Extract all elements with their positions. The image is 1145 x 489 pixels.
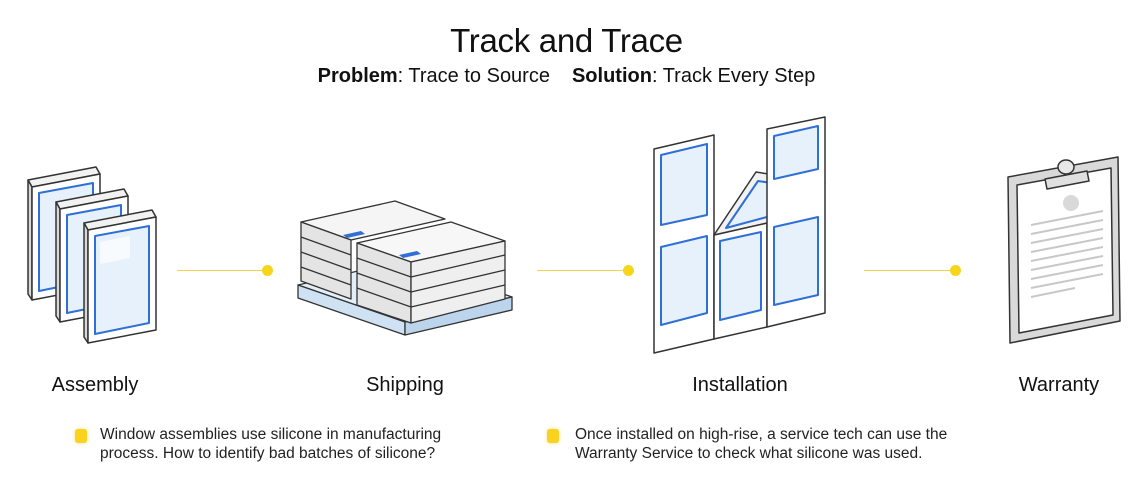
note-assembly: Window assemblies use silicone in manufa… xyxy=(100,425,441,463)
solution-text: : Track Every Step xyxy=(651,65,816,87)
stage-label-assembly: Assembly xyxy=(51,374,139,396)
page-subtitle: Problem: Trace to Source Solution: Track … xyxy=(0,65,1133,88)
connector-dot xyxy=(623,265,634,276)
connector-dot xyxy=(262,265,273,276)
note-installation: Once installed on high-rise, a service t… xyxy=(575,425,947,463)
clipboard-document-icon xyxy=(1007,156,1121,344)
stage-label-installation: Installation xyxy=(692,374,788,396)
note-bullet-icon xyxy=(547,429,559,443)
pallet-boxes-icon xyxy=(297,200,513,336)
connector-line xyxy=(864,270,954,271)
note-line: Warranty Service to check what silicone … xyxy=(575,445,923,462)
problem-label: Problem xyxy=(317,65,398,87)
problem-text: : Trace to Source xyxy=(397,65,550,87)
stage-label-warranty: Warranty xyxy=(1018,374,1100,396)
note-bullet-icon xyxy=(75,429,87,443)
connector-dot xyxy=(950,265,961,276)
connector-line xyxy=(537,270,627,271)
connector-line xyxy=(177,270,267,271)
solution-label: Solution xyxy=(571,65,652,87)
building-facade-icon xyxy=(653,116,826,354)
note-line: Once installed on high-rise, a service t… xyxy=(575,426,948,443)
note-line: Window assemblies use silicone in manufa… xyxy=(100,426,442,443)
note-line: process. How to identify bad batches of … xyxy=(100,445,436,462)
page-title: Track and Trace xyxy=(450,22,683,59)
stage-label-shipping: Shipping xyxy=(366,374,444,396)
window-frames-icon xyxy=(27,166,157,344)
